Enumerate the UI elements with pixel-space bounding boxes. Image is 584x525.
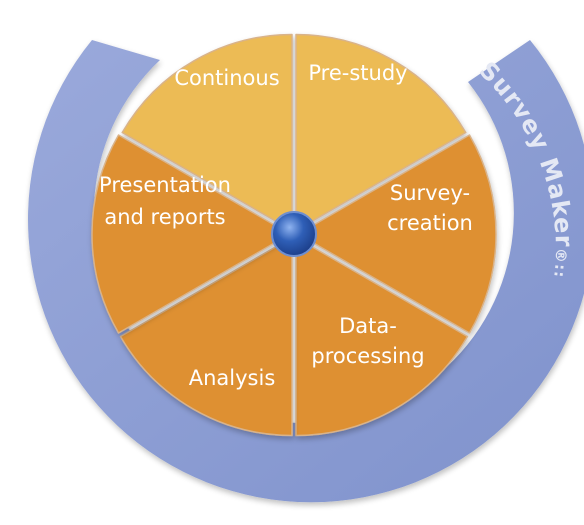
segment-label-continous: Continous — [174, 66, 279, 90]
segment-pre-study: Pre-study — [295, 33, 467, 232]
segment-label-analysis: Analysis — [189, 366, 276, 390]
segment-label-data-processing: Data-processing — [311, 314, 424, 368]
segment-shape-analysis — [119, 236, 293, 437]
segment-shape-presentation-and-reports — [91, 134, 291, 334]
segment-continous: Continous — [121, 33, 293, 232]
segment-shape-data-processing — [295, 236, 469, 437]
segment-label-pre-study: Pre-study — [308, 61, 407, 85]
segment-label-survey-creation: Survey-creation — [387, 181, 473, 235]
segment-data-processing: Data-processing — [295, 236, 469, 437]
center-hub — [271, 211, 317, 257]
segment-analysis: Analysis — [119, 236, 293, 437]
segment-shape-survey-creation — [297, 134, 497, 334]
segment-shape-continous — [121, 33, 293, 232]
segment-survey-creation: Survey-creation — [297, 134, 497, 334]
segments-layer: Continous Pre-studySurvey-creationData-pr… — [91, 33, 497, 437]
segment-shape-pre-study — [295, 33, 467, 232]
